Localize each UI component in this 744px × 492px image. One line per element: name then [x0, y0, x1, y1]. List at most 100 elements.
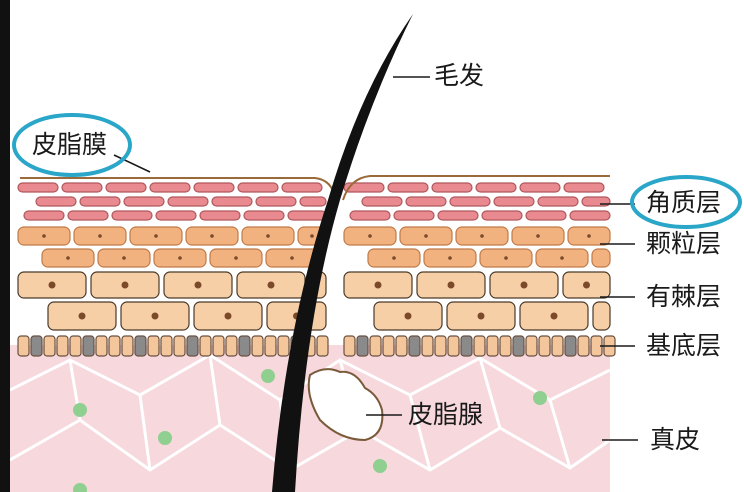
basal-cell: [213, 336, 224, 356]
basal-cell: [161, 336, 172, 356]
basal-cell: [226, 336, 237, 356]
basal-cell: [396, 336, 407, 356]
granular-cell-nucleus: [178, 256, 182, 260]
spinous-cell-nucleus: [195, 282, 202, 289]
basal-cell: [578, 336, 589, 356]
corneum-cell: [564, 183, 604, 192]
corneum-cell: [432, 183, 472, 192]
basal-cell: [513, 336, 524, 356]
granular-cell-nucleus: [448, 256, 452, 260]
corneum-cell: [244, 211, 284, 220]
corneum-cell: [288, 211, 326, 220]
basal-cell: [370, 336, 381, 356]
corneum-cell: [112, 211, 152, 220]
fiber-dot: [158, 431, 172, 445]
label-granular-layer: 颗粒层: [646, 231, 721, 256]
corneum-cell: [406, 197, 446, 206]
basal-cell: [526, 336, 537, 356]
spinous-cell-nucleus: [521, 282, 528, 289]
granular-cell-nucleus: [560, 256, 564, 260]
corneum-cell: [450, 197, 490, 206]
corneum-cell: [156, 211, 196, 220]
corneum-cell: [438, 211, 478, 220]
corneum-cell: [538, 197, 578, 206]
spinous-cell-nucleus: [405, 313, 412, 320]
granular-cell-nucleus: [504, 256, 508, 260]
basal-cell: [70, 336, 81, 356]
granular-cell-nucleus: [234, 256, 238, 260]
basal-cell: [552, 336, 563, 356]
corneum-cell: [62, 183, 102, 192]
basal-cell: [57, 336, 68, 356]
granular-cell-nucleus: [210, 234, 214, 238]
granular-cell-nucleus: [424, 234, 428, 238]
corneum-cell: [570, 211, 610, 220]
basal-cell: [174, 336, 185, 356]
corneum-cell: [476, 183, 516, 192]
label-stratum-corneum: 角质层: [646, 190, 721, 215]
granular-cell-nucleus: [122, 256, 126, 260]
corneum-cell: [482, 211, 522, 220]
basal-cell: [383, 336, 394, 356]
granular-cell-nucleus: [290, 256, 294, 260]
fiber-dot: [533, 391, 547, 405]
spinous-cell-nucleus: [478, 313, 485, 320]
corneum-cell: [200, 211, 240, 220]
basal-cell: [18, 336, 29, 356]
label-spinous-layer: 有棘层: [646, 284, 721, 309]
basal-cell: [357, 336, 368, 356]
corneum-cell: [194, 183, 234, 192]
corneum-cell: [212, 197, 252, 206]
basal-cell: [83, 336, 94, 356]
basal-cell: [96, 336, 107, 356]
dermis-region: [10, 345, 610, 492]
spinous-cell-nucleus: [122, 282, 129, 289]
corneum-cell: [168, 197, 208, 206]
basal-cell: [500, 336, 511, 356]
fiber-dot: [73, 403, 87, 417]
corneum-cell: [362, 197, 402, 206]
granular-cell-nucleus: [42, 234, 46, 238]
granular-cell-nucleus: [536, 234, 540, 238]
basal-cell: [317, 336, 328, 356]
corneum-cell: [150, 183, 190, 192]
basal-cell: [487, 336, 498, 356]
basal-cell: [31, 336, 42, 356]
granular-cell-nucleus: [480, 234, 484, 238]
basal-cell: [148, 336, 159, 356]
basal-cell: [187, 336, 198, 356]
granular-cell-nucleus: [368, 234, 372, 238]
corneum-cell: [282, 183, 322, 192]
granular-cell-nucleus: [392, 256, 396, 260]
label-sebaceous-gland: 皮脂腺: [408, 402, 483, 427]
basal-cell: [422, 336, 433, 356]
corneum-cell: [36, 197, 76, 206]
corneum-cell: [350, 211, 390, 220]
corneum-cell: [388, 183, 428, 192]
spinous-cell-nucleus: [49, 282, 56, 289]
corneum-cell: [520, 183, 560, 192]
skin-layers-illustration: [10, 0, 744, 492]
granular-cell-nucleus: [310, 234, 314, 238]
basal-cell: [539, 336, 550, 356]
basal-cell: [200, 336, 211, 356]
spinous-cell-nucleus: [225, 313, 232, 320]
spinous-cell-nucleus: [375, 282, 382, 289]
label-hair: 毛发: [434, 63, 484, 88]
spinous-cell-nucleus: [448, 282, 455, 289]
basal-cell: [109, 336, 120, 356]
spinous-cell-nucleus: [551, 313, 558, 320]
granular-cell: [592, 249, 610, 267]
basal-cell: [435, 336, 446, 356]
corneum-cell: [68, 211, 108, 220]
granular-cell-nucleus: [154, 234, 158, 238]
label-sebum-film: 皮脂膜: [32, 132, 107, 157]
spinous-cell-nucleus: [268, 282, 275, 289]
corneum-cell: [124, 197, 164, 206]
corneum-cell: [106, 183, 146, 192]
fiber-dot: [261, 369, 275, 383]
basal-cell: [474, 336, 485, 356]
corneum-cell: [256, 197, 296, 206]
granular-cell-nucleus: [66, 256, 70, 260]
